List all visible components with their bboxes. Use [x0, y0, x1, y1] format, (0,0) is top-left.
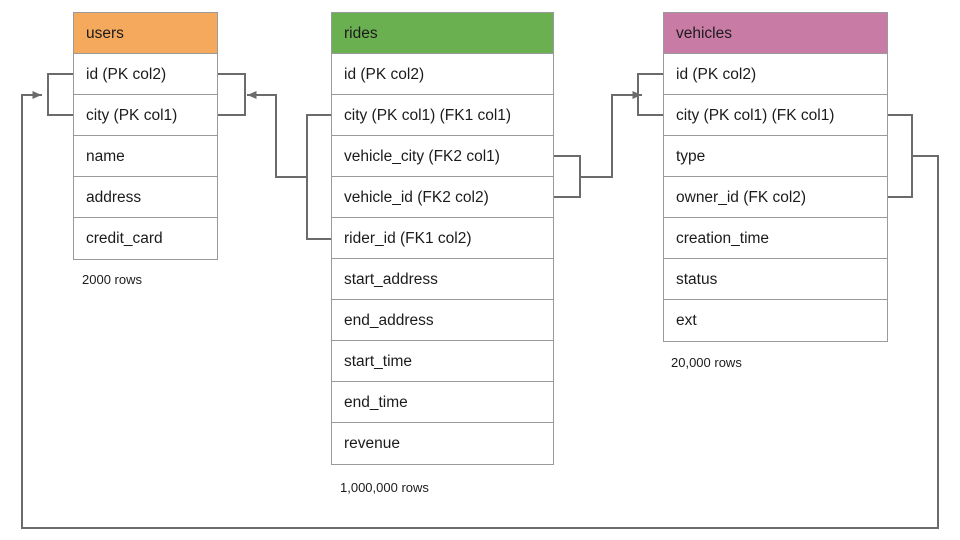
- edge-rides-fk1-to-users: [247, 91, 308, 178]
- table-row[interactable]: creation_time: [664, 218, 887, 259]
- table-row[interactable]: revenue: [332, 423, 553, 464]
- table-card-users[interactable]: users id (PK col2) city (PK col1) name a…: [73, 12, 218, 260]
- edge-rides-fk2-to-vehicles: [579, 91, 642, 178]
- table-row[interactable]: type: [664, 136, 887, 177]
- row-count-vehicles: 20,000 rows: [671, 355, 742, 370]
- table-row[interactable]: start_time: [332, 341, 553, 382]
- edge-users-right-bracket: [217, 73, 246, 116]
- edge-vehicles-left-bracket: [637, 73, 664, 116]
- row-count-rides: 1,000,000 rows: [340, 480, 429, 495]
- table-header-users: users: [74, 13, 217, 54]
- edge-vehicles-fk-bracket: [887, 114, 913, 198]
- table-row[interactable]: address: [74, 177, 217, 218]
- edge-rides-fk1-bracket: [306, 114, 332, 240]
- table-row[interactable]: id (PK col2): [664, 54, 887, 95]
- table-row[interactable]: id (PK col2): [74, 54, 217, 95]
- table-card-rides[interactable]: rides id (PK col2) city (PK col1) (FK1 c…: [331, 12, 554, 465]
- edge-rides-fk2-bracket: [553, 155, 581, 198]
- table-row[interactable]: status: [664, 259, 887, 300]
- table-row[interactable]: city (PK col1) (FK col1): [664, 95, 887, 136]
- edge-users-left-bracket: [47, 73, 74, 116]
- table-row[interactable]: vehicle_city (FK2 col1): [332, 136, 553, 177]
- table-row[interactable]: name: [74, 136, 217, 177]
- table-row[interactable]: rider_id (FK1 col2): [332, 218, 553, 259]
- table-row[interactable]: city (PK col1) (FK1 col1): [332, 95, 553, 136]
- table-header-vehicles: vehicles: [664, 13, 887, 54]
- table-row[interactable]: start_address: [332, 259, 553, 300]
- table-row[interactable]: owner_id (FK col2): [664, 177, 887, 218]
- table-row[interactable]: credit_card: [74, 218, 217, 259]
- table-row[interactable]: ext: [664, 300, 887, 341]
- table-header-rides: rides: [332, 13, 553, 54]
- table-row[interactable]: vehicle_id (FK2 col2): [332, 177, 553, 218]
- table-card-vehicles[interactable]: vehicles id (PK col2) city (PK col1) (FK…: [663, 12, 888, 342]
- table-row[interactable]: id (PK col2): [332, 54, 553, 95]
- table-row[interactable]: city (PK col1): [74, 95, 217, 136]
- table-row[interactable]: end_address: [332, 300, 553, 341]
- row-count-users: 2000 rows: [82, 272, 142, 287]
- table-row[interactable]: end_time: [332, 382, 553, 423]
